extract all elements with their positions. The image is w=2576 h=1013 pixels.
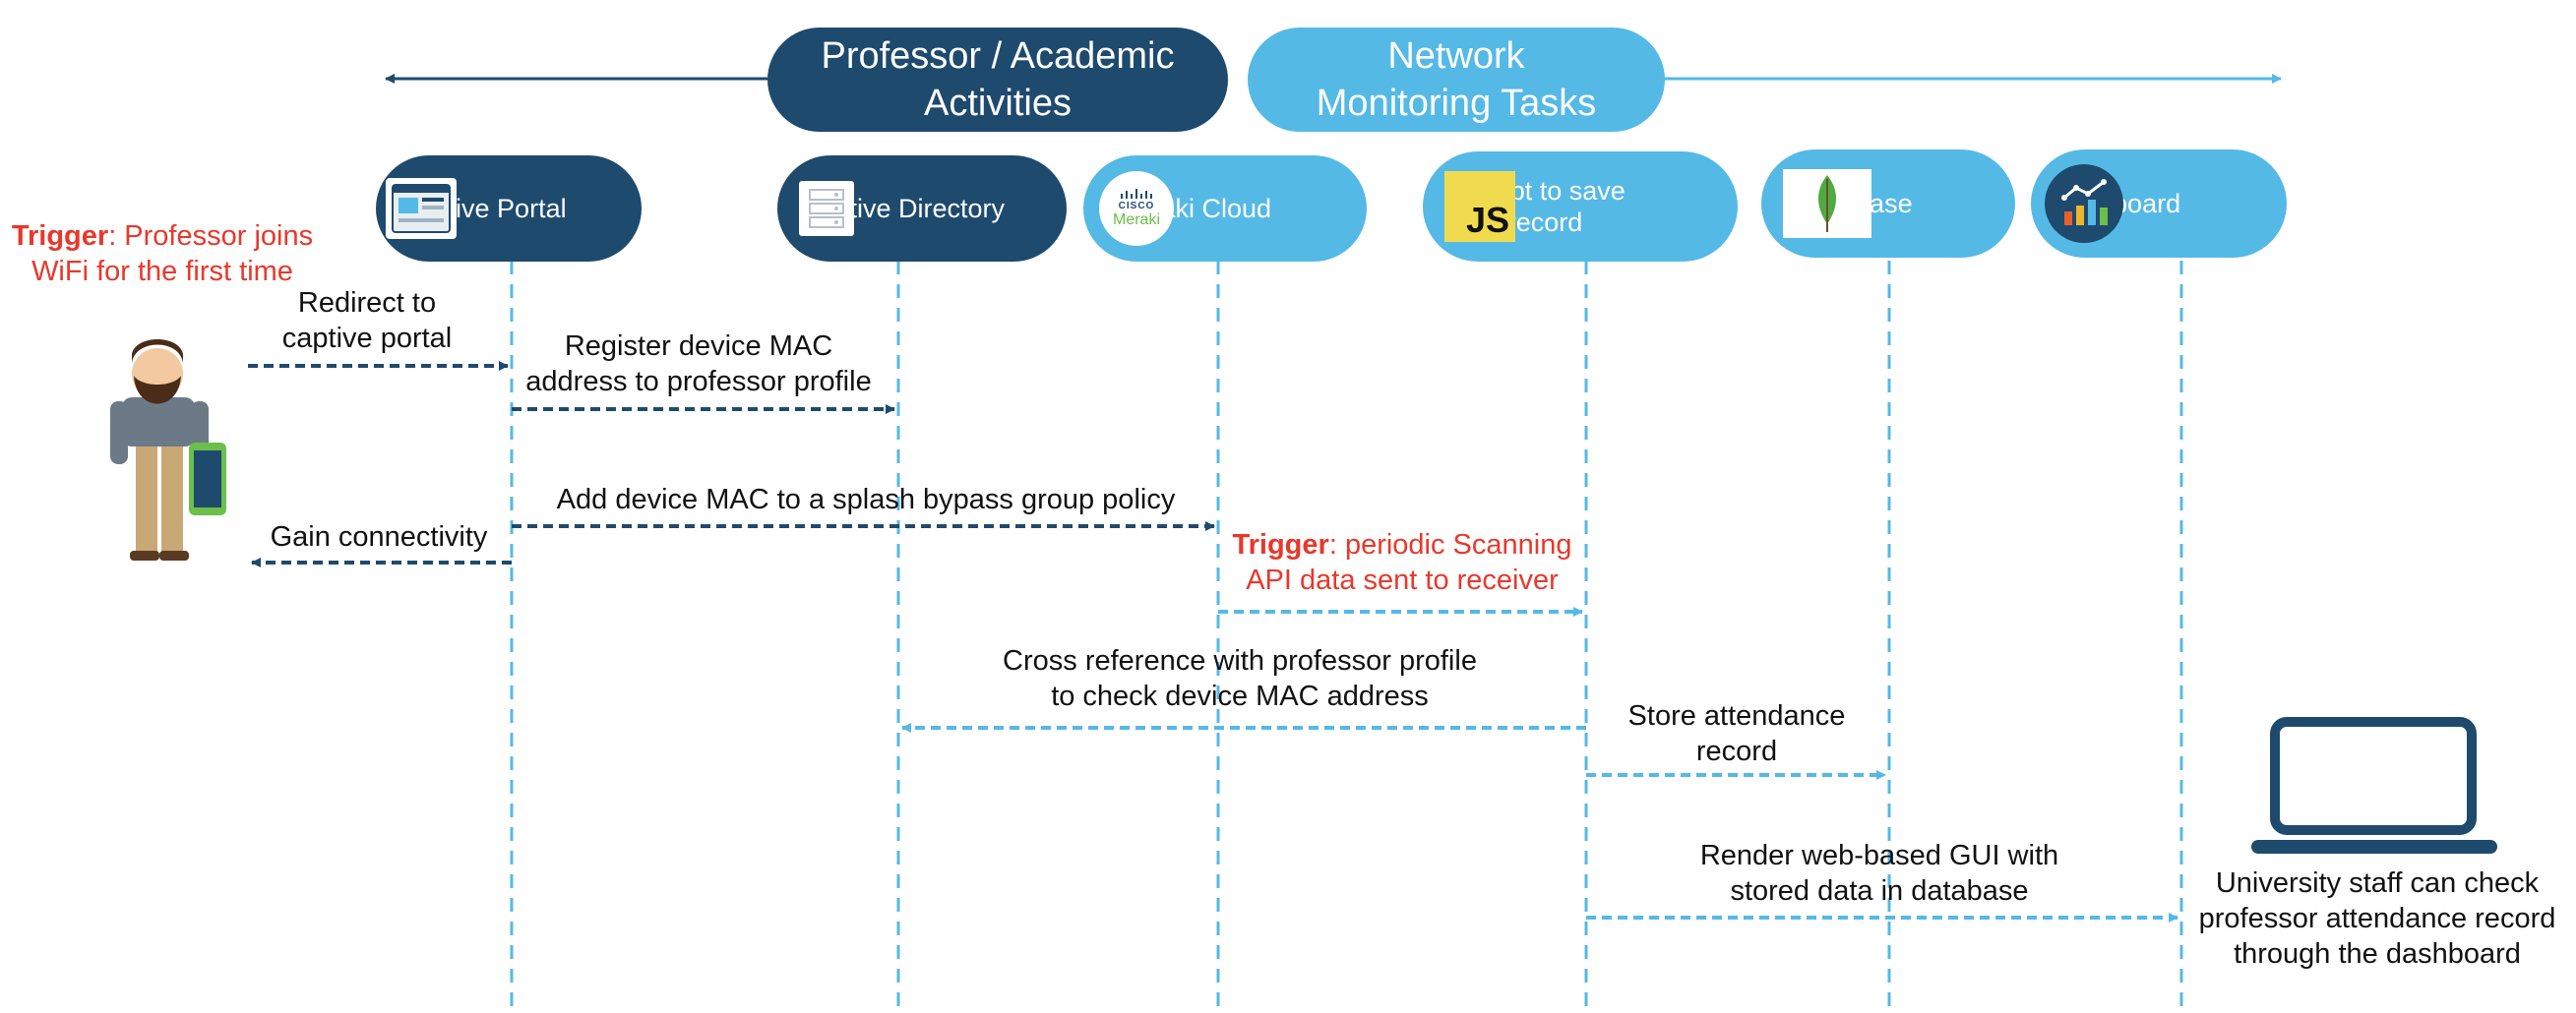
meraki-logo-text: Meraki <box>1112 210 1160 228</box>
professor-with-phone-icon <box>94 328 242 584</box>
staff-note-line3: through the dashboard <box>2234 938 2521 970</box>
label-redirect: Redirect to captive portal <box>258 285 476 356</box>
staff-note-line2: professor attendance record <box>2198 903 2556 934</box>
trigger-professor-line1: Trigger: Professor joins <box>6 218 319 254</box>
analytics-chart-icon <box>2045 164 2123 243</box>
label-store: Store attendance record <box>1594 698 1879 769</box>
label-store-line1: Store attendance <box>1627 700 1846 732</box>
trigger-scanning-line1: Trigger: periodic Scanning <box>1220 527 1584 563</box>
label-connectivity: Gain connectivity <box>256 519 502 555</box>
trigger-scanning-line2: API data sent to receiver <box>1246 565 1559 596</box>
staff-note-line1: University staff can check <box>2215 867 2540 899</box>
label-bypass: Add device MAC to a splash bypass group … <box>521 482 1210 517</box>
trigger-scanning-api: Trigger: periodic Scanning API data sent… <box>1220 527 1584 598</box>
trigger-prefix: Trigger <box>1232 529 1329 561</box>
professor-activities-label: Professor / Academic Activities <box>821 35 1175 124</box>
label-crossref-line2: to check device MAC address <box>1051 681 1429 712</box>
server-icon <box>799 181 854 236</box>
trigger-prefix: Trigger <box>11 220 109 252</box>
label-render: Render web-based GUI with stored data in… <box>1633 838 2125 909</box>
script-label-line2: record <box>1506 208 1583 237</box>
actor-dashboard: Dashboard <box>2031 149 2287 258</box>
label-redirect-line2: captive portal <box>281 323 453 354</box>
actor-script: JS Script to save record <box>1423 151 1738 262</box>
label-redirect-line1: Redirect to <box>297 287 437 319</box>
web-page-icon <box>386 178 457 239</box>
label-connectivity-line1: Gain connectivity <box>270 521 488 553</box>
network-monitoring-label-line1: Network <box>1387 35 1525 77</box>
cisco-meraki-logo: CISCO Meraki <box>1099 171 1174 246</box>
label-register-line1: Register device MAC <box>564 330 833 362</box>
network-monitoring-header: Network Monitoring Tasks <box>1248 28 1665 132</box>
label-crossref-line1: Cross reference with professor profile <box>1003 645 1477 677</box>
label-register-line2: address to professor profile <box>525 366 872 397</box>
label-bypass-line1: Add device MAC to a splash bypass group … <box>556 484 1176 515</box>
trigger-scanning-text: : periodic Scanning <box>1328 529 1572 561</box>
trigger-professor-joins: Trigger: Professor joins WiFi for the fi… <box>6 218 319 289</box>
mongodb-leaf-icon <box>1783 169 1871 238</box>
javascript-logo: JS <box>1444 171 1515 242</box>
actor-database: Database <box>1761 149 2015 258</box>
staff-note: University staff can check professor att… <box>2182 865 2572 972</box>
js-logo-text: JS <box>1465 200 1509 240</box>
professor-activities-header: Professor / Academic Activities <box>767 28 1228 132</box>
network-monitoring-label-line2: Monitoring Tasks <box>1316 83 1597 124</box>
label-crossref: Cross reference with professor profile t… <box>945 643 1535 714</box>
trigger-professor-text: : Professor joins <box>108 220 314 252</box>
actor-active-directory: Active Directory <box>777 155 1067 262</box>
label-register: Register device MAC address to professor… <box>512 328 886 399</box>
label-store-line2: record <box>1695 736 1778 767</box>
actor-captive-portal: Captive Portal <box>376 155 642 262</box>
label-render-line1: Render web-based GUI with <box>1699 840 2059 871</box>
laptop-icon <box>2247 714 2503 860</box>
actor-meraki-cloud: CISCO Meraki Meraki Cloud <box>1083 155 1367 262</box>
cisco-logo-text: CISCO <box>1118 200 1155 211</box>
label-render-line2: stored data in database <box>1730 875 2029 907</box>
trigger-professor-line2: WiFi for the first time <box>31 256 293 287</box>
